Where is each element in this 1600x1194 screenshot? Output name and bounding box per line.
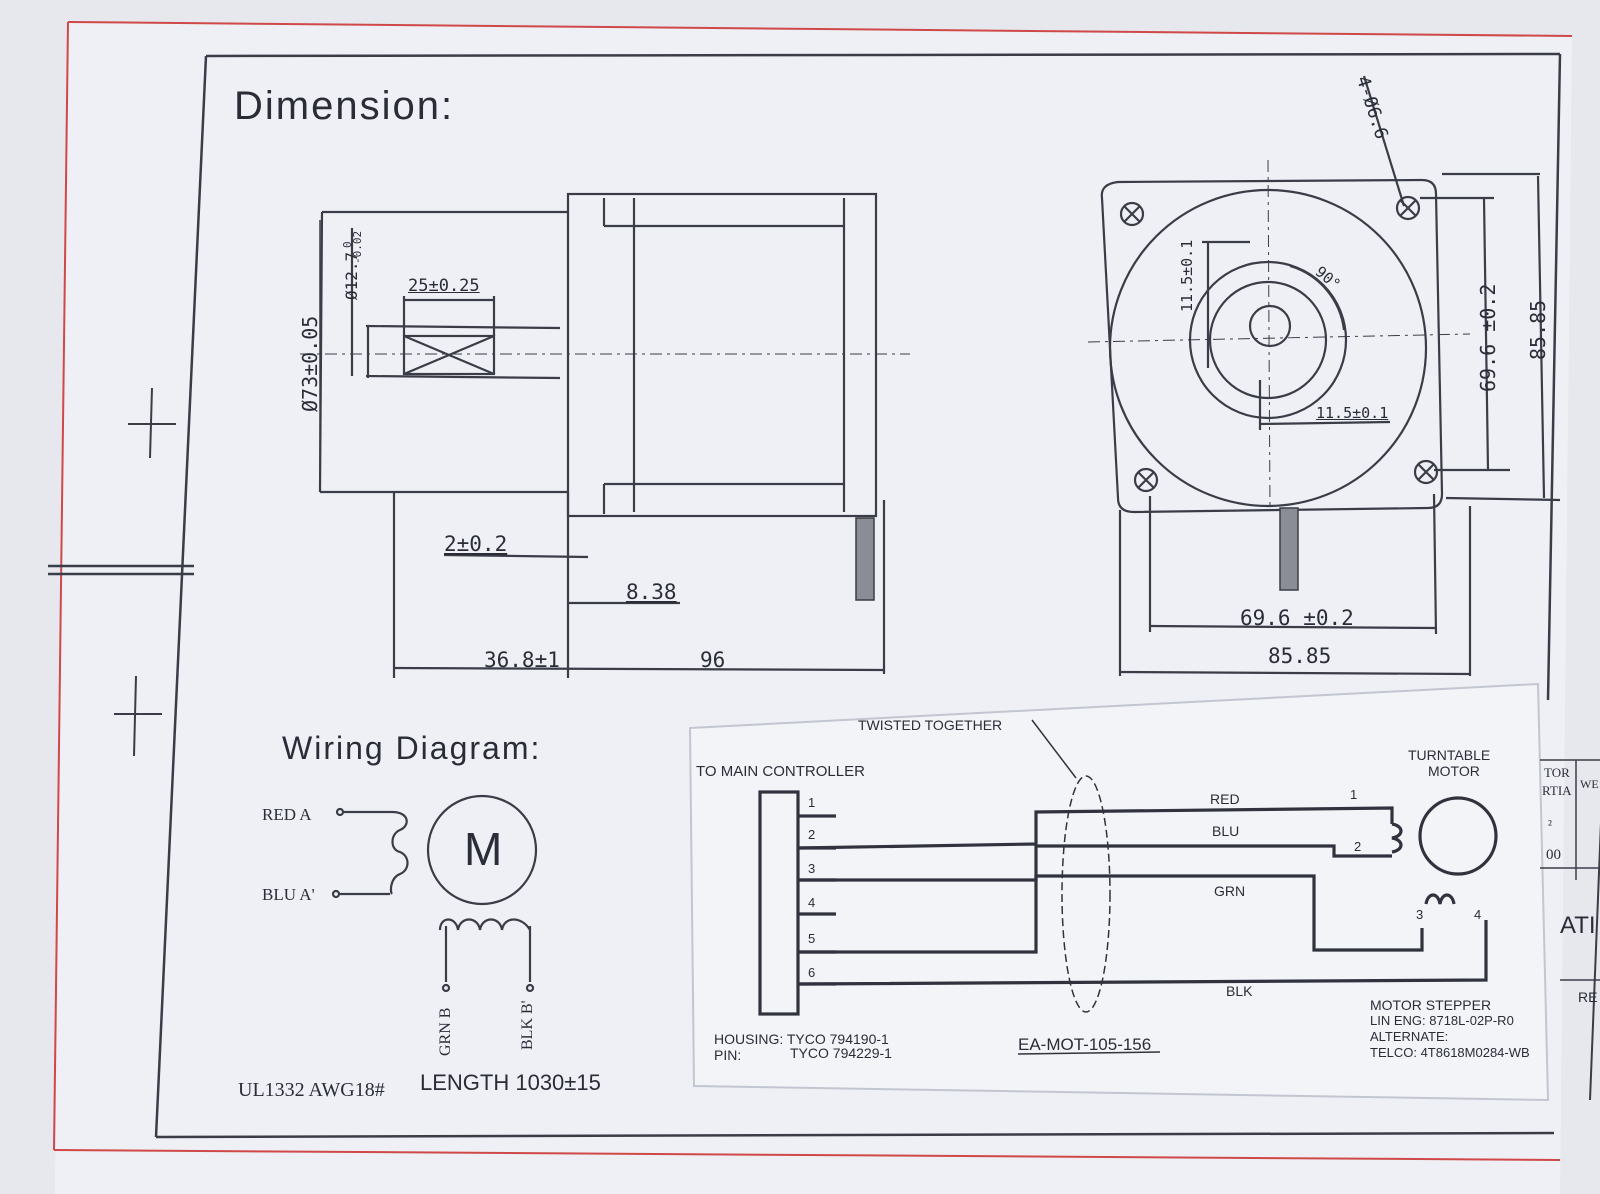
cable-length-label: LENGTH 1030±15 xyxy=(420,1070,601,1095)
pin-4: 4 xyxy=(808,895,816,910)
housing-label: HOUSING: TYCO 794190-1 xyxy=(714,1031,889,1047)
pin-6: 6 xyxy=(808,965,816,980)
fragment-tor: TOR xyxy=(1544,765,1570,780)
wiring-schematic xyxy=(331,794,538,993)
bolt-spacing-h-dim: 69.6 ±0.2 xyxy=(1240,606,1354,630)
telco-label: TELCO: 4T8618M0284-WB xyxy=(1370,1045,1530,1060)
bolt-spacing-v-dim: 69.6 ±0.2 xyxy=(1476,283,1500,392)
turntable-label: TURNTABLE xyxy=(1408,747,1491,763)
fragment-sq: ² xyxy=(1548,817,1552,832)
pin-2: 2 xyxy=(808,827,816,842)
fragment-00: 00 xyxy=(1546,847,1561,863)
fragment-ati: ATI xyxy=(1560,912,1596,939)
fragment-re: RE xyxy=(1578,989,1598,1005)
size-v-dim: 85.85 xyxy=(1526,299,1550,360)
twisted-label: TWISTED TOGETHER xyxy=(858,717,1003,733)
alternate-label: ALTERNATE: xyxy=(1370,1029,1449,1044)
pin-1: 1 xyxy=(808,795,816,810)
lin-eng-label: LIN ENG: 8718L-02P-R0 xyxy=(1370,1013,1514,1028)
wire-blk: BLK xyxy=(1226,983,1253,999)
pin-part-label: TYCO 794229-1 xyxy=(790,1045,892,1061)
fragment-we: WE xyxy=(1580,777,1599,791)
part-number-label: EA-MOT-105-156 xyxy=(1018,1035,1152,1054)
flat-horizontal-dim: 11.5±0.1 xyxy=(1316,404,1389,422)
wiring-title: Wiring Diagram: xyxy=(282,730,542,766)
flange-thickness-dim: 2±0.2 xyxy=(444,532,508,556)
partial-table xyxy=(1540,759,1600,981)
key-length-dim: 25±0.25 xyxy=(408,276,480,296)
flat-vertical-dim: 11.5±0.1 xyxy=(1178,239,1196,312)
pin-label: PIN: xyxy=(714,1047,742,1063)
motor-symbol: M xyxy=(464,823,503,875)
to-controller-label: TO MAIN CONTROLLER xyxy=(696,763,865,780)
wire-blu: BLU xyxy=(1212,823,1240,839)
turntable-motor-label: MOTOR xyxy=(1428,763,1480,779)
blu-a-label: BLU A' xyxy=(262,885,315,904)
grn-b-label: GRN B xyxy=(437,1007,454,1056)
step-dim: 8.38 xyxy=(626,580,677,604)
cable-type-label: UL1332 AWG18# xyxy=(238,1079,385,1101)
body-length-dim: 96 xyxy=(700,648,726,672)
side-view xyxy=(318,192,886,678)
front-cable xyxy=(1279,507,1299,591)
boss-diameter-dim: Ø73±0.05 xyxy=(298,315,322,412)
size-h-dim: 85.85 xyxy=(1268,644,1332,668)
motor-pin-1: 1 xyxy=(1350,787,1358,802)
motor-pin-2: 2 xyxy=(1354,839,1362,854)
pin-5: 5 xyxy=(808,931,816,946)
motor-pin-4: 4 xyxy=(1474,907,1482,922)
shaft-length-dim: 36.8±1 xyxy=(484,648,560,672)
dimension-title: Dimension: xyxy=(234,84,455,128)
pin-3: 3 xyxy=(808,861,816,876)
sticker-label xyxy=(688,682,1550,1102)
red-a-label: RED A xyxy=(262,805,312,824)
side-cable xyxy=(855,517,875,601)
sticker-linework xyxy=(758,790,1498,1016)
wire-grn: GRN xyxy=(1214,883,1246,899)
wire-red: RED xyxy=(1210,791,1240,807)
fragment-rtia: RTIA xyxy=(1542,783,1572,798)
blk-b-label: BLK B' xyxy=(519,1000,536,1050)
motor-pin-3: 3 xyxy=(1416,907,1424,922)
stepper-label: MOTOR STEPPER xyxy=(1370,997,1492,1013)
shaft-tol-lower: -0.02 xyxy=(351,230,364,264)
